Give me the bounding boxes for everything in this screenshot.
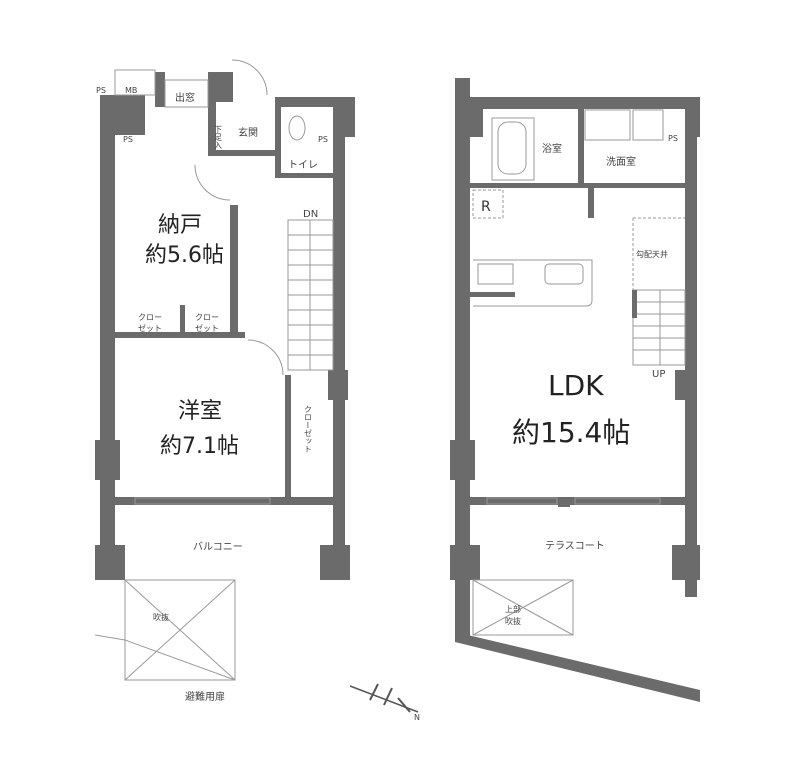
wall	[208, 72, 233, 102]
window	[574, 497, 661, 505]
bathtub	[497, 121, 527, 175]
void-label: 吹抜	[153, 612, 169, 622]
stair-treads	[633, 290, 685, 365]
wall	[275, 107, 281, 177]
sink	[584, 109, 631, 141]
wall-top	[455, 97, 700, 109]
wall	[275, 173, 333, 178]
wall	[115, 497, 345, 505]
column	[95, 440, 120, 480]
wall	[155, 72, 165, 107]
slanted-edge	[94, 634, 236, 681]
wall	[230, 205, 238, 335]
storage-room-size: 約5.6帖	[145, 243, 224, 268]
stairs-up-label: UP	[652, 369, 665, 380]
column	[672, 545, 700, 580]
column	[675, 370, 697, 400]
kitchen-sink	[544, 263, 584, 285]
column	[95, 545, 125, 580]
wall	[455, 97, 483, 137]
stair-treads	[288, 220, 333, 370]
wall	[470, 183, 685, 188]
bath-label: 浴室	[542, 142, 562, 155]
stove	[477, 263, 514, 285]
washroom-label: 洗面室	[606, 155, 636, 168]
western-room-name: 洋室	[178, 399, 222, 424]
window	[486, 497, 558, 505]
refrigerator-label: R	[481, 199, 491, 215]
column	[558, 497, 570, 507]
balcony-label: バルコニー	[193, 541, 243, 553]
right-unit: 浴室 洗面室 PS R 勾配天井 UP LDK 約15.4帖 テラスコート 上部…	[450, 78, 700, 702]
wall	[208, 100, 216, 155]
void-area	[124, 579, 236, 681]
column	[328, 370, 348, 400]
mb-box	[114, 69, 156, 96]
north-arrow-icon: N	[349, 683, 420, 722]
washing-machine	[632, 109, 664, 141]
ps-label: PS	[96, 86, 106, 95]
stairs-dn-label: DN	[303, 209, 318, 220]
wall	[180, 305, 185, 335]
terrace-label: テラスコート	[545, 540, 605, 552]
wall-left	[100, 95, 115, 580]
bay-window-label: 出窓	[175, 91, 195, 104]
closet-3-label: クローゼット	[304, 405, 313, 453]
stairs	[632, 289, 686, 366]
slanted-wall	[455, 632, 700, 702]
wall-right	[685, 97, 697, 597]
closet-1-label: ゼット	[138, 323, 162, 333]
upper-void-label: 吹抜	[505, 616, 521, 626]
mb-label: MB	[125, 86, 137, 95]
wall	[285, 375, 291, 500]
ldk-size: 約15.4帖	[512, 416, 630, 449]
column	[320, 545, 350, 580]
closet-2-label: クロー	[195, 313, 219, 322]
toilet-label: トイレ	[288, 160, 318, 171]
shoe-closet-label: 下足入	[214, 125, 223, 149]
evacuation-door-label: 避難用扉	[185, 690, 225, 703]
left-unit: PS MB 出窓 PS PS 下足入 玄関 トイレ DN 納戸 約5.6帖 クロ…	[94, 59, 355, 703]
north-label: N	[414, 713, 420, 722]
window	[134, 497, 271, 505]
wall	[588, 183, 594, 218]
door-swing	[247, 339, 284, 376]
toilet-fixture	[288, 115, 306, 141]
ps-label: PS	[668, 134, 678, 143]
wall	[578, 108, 584, 183]
ps-label: PS	[123, 135, 133, 144]
wall-left	[455, 78, 470, 638]
entrance-door-swing	[231, 59, 268, 96]
ps-label: PS	[318, 135, 328, 144]
column	[450, 545, 480, 580]
closet-2-label: ゼット	[195, 323, 219, 333]
wall	[632, 290, 637, 318]
bay-window	[164, 79, 209, 108]
wall	[470, 497, 685, 505]
entrance-label: 玄関	[238, 126, 258, 139]
western-room-size: 約7.1帖	[160, 434, 239, 459]
kitchen-counter	[473, 259, 593, 307]
wall-top	[275, 97, 355, 107]
wall	[208, 150, 278, 156]
door-swing	[194, 164, 231, 201]
ldk-name: LDK	[548, 369, 604, 402]
wall-right	[333, 97, 345, 580]
upper-void-label: 上部	[505, 604, 521, 614]
closet-1-label: クロー	[138, 313, 162, 322]
storage-room-name: 納戸	[158, 213, 202, 238]
refrigerator-space	[472, 189, 504, 219]
column	[450, 440, 475, 480]
upper-void-area	[472, 579, 574, 636]
sloped-ceiling-outline	[632, 217, 685, 290]
wall	[470, 292, 515, 297]
sloped-ceiling-label: 勾配天井	[636, 249, 668, 259]
bathtub-area	[491, 117, 535, 181]
